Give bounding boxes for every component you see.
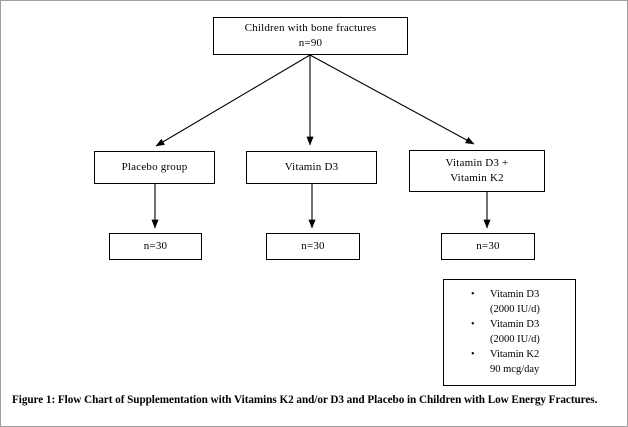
node-children-with-bone-fractures: Children with bone fractures n=90 bbox=[213, 17, 408, 55]
node-root-line1: Children with bone fractures bbox=[244, 22, 377, 34]
figure-caption: Figure 1: Flow Chart of Supplementation … bbox=[12, 394, 598, 406]
node-placebo-label: Placebo group bbox=[121, 161, 188, 173]
dose-list: • Vitamin D3 (2000 IU/d) • Vitamin D3 (2… bbox=[448, 287, 571, 377]
node-root-line2: n=90 bbox=[298, 37, 323, 49]
node-placebo-n: n=30 bbox=[109, 233, 202, 260]
node-vitamin-d3-k2-line2: Vitamin K2 bbox=[450, 172, 504, 184]
dose-item-name: Vitamin D3 bbox=[490, 289, 540, 300]
node-placebo-n-label: n=30 bbox=[143, 240, 168, 252]
node-vitamin-d3-label: Vitamin D3 bbox=[284, 161, 339, 173]
dose-details-box: • Vitamin D3 (2000 IU/d) • Vitamin D3 (2… bbox=[443, 279, 576, 386]
node-vitamin-d3-plus-k2: Vitamin D3 + Vitamin K2 bbox=[409, 150, 545, 192]
dose-item-name: Vitamin K2 bbox=[490, 349, 540, 360]
node-vitamin-d3-k2-n-label: n=30 bbox=[476, 240, 500, 252]
dose-item-amount: (2000 IU/d) bbox=[490, 334, 540, 345]
bullet-icon: • bbox=[471, 289, 475, 300]
node-vitamin-d3-n-label: n=30 bbox=[301, 240, 325, 252]
node-vitamin-d3-k2-line1: Vitamin D3 + bbox=[445, 157, 509, 169]
dose-item-amount: 90 mcg/day bbox=[490, 364, 540, 375]
dose-item-name: Vitamin D3 bbox=[490, 319, 540, 330]
bullet-icon: • bbox=[471, 349, 475, 360]
dose-list-item: • Vitamin D3 (2000 IU/d) bbox=[448, 317, 571, 347]
node-vitamin-d3-k2-n: n=30 bbox=[441, 233, 535, 260]
dose-list-item: • Vitamin K2 90 mcg/day bbox=[448, 347, 571, 377]
node-vitamin-d3: Vitamin D3 bbox=[246, 151, 377, 184]
node-placebo-group: Placebo group bbox=[94, 151, 215, 184]
arrow-root-to-vitamin-d3-k2 bbox=[309, 54, 475, 145]
bullet-icon: • bbox=[471, 319, 475, 330]
dose-item-amount: (2000 IU/d) bbox=[490, 304, 540, 315]
arrow-root-to-placebo bbox=[155, 54, 311, 147]
node-vitamin-d3-n: n=30 bbox=[266, 233, 360, 260]
dose-list-item: • Vitamin D3 (2000 IU/d) bbox=[448, 287, 571, 317]
